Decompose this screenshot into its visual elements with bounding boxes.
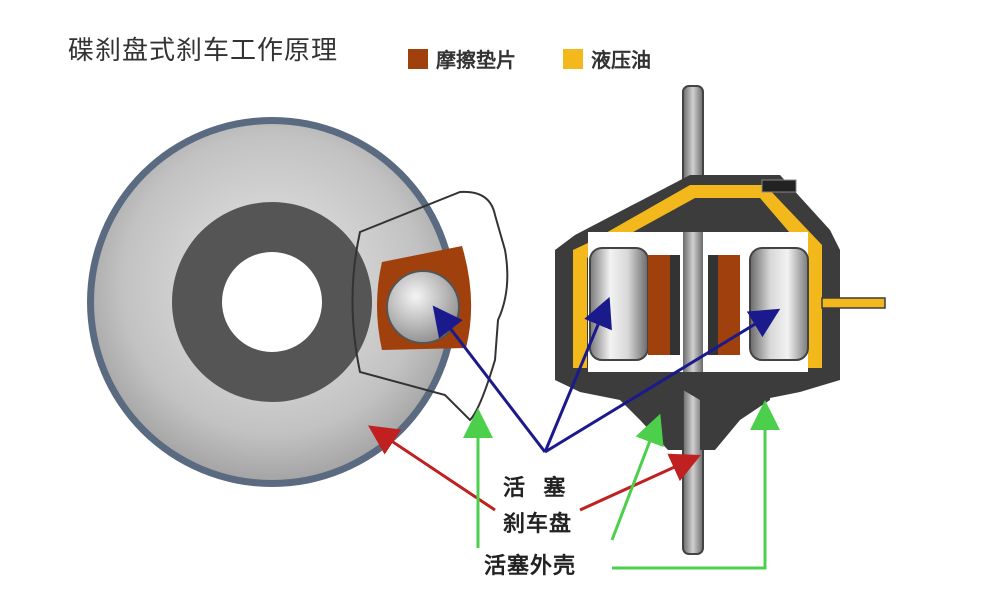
hydraulic-oil-channel [573, 185, 822, 368]
legend-label-friction-pad: 摩擦垫片 [436, 48, 516, 72]
disc-in-cavity [683, 232, 703, 372]
disc-arrows [368, 425, 701, 512]
label-piston-housing: 活塞外壳 [484, 554, 577, 579]
disc-arrow-section [579, 453, 701, 512]
disc-center-hole [222, 252, 322, 352]
caliper-outline [351, 190, 509, 422]
piston-arrow-front [432, 305, 547, 453]
hydraulic-oil-inlet [821, 297, 886, 309]
brake-disc-front-view [87, 117, 509, 487]
pad-backing-left [670, 255, 680, 355]
piston-left [589, 247, 649, 361]
friction-pad-left [648, 255, 670, 355]
legend-friction-pad: 摩擦垫片 [408, 44, 516, 73]
legend-label-hydraulic-oil: 液压油 [591, 48, 651, 72]
legend-swatch-friction-pad [408, 48, 428, 69]
caliper-cross-section [555, 85, 886, 555]
piston-arrows [432, 296, 781, 454]
label-brake-disc: 刹车盘 [503, 512, 573, 537]
bleed-screw [761, 179, 797, 193]
friction-pad-right [718, 255, 740, 355]
label-piston: 活 塞 [503, 476, 567, 501]
legend-swatch-hydraulic-oil [563, 48, 583, 69]
housing-arrows [463, 400, 780, 570]
housing-arrow-right [612, 400, 780, 570]
disc-arrow-front [368, 425, 496, 512]
pad-backing-right [708, 255, 718, 355]
piston-front [386, 270, 460, 344]
piston-arrow-left [543, 296, 612, 453]
caliper-lower-right [703, 372, 770, 450]
piston-arrow-right [544, 308, 781, 454]
housing-arrow-left [610, 413, 664, 541]
legend-hydraulic-oil: 液压油 [563, 44, 651, 73]
caliper-lower-left [620, 372, 683, 450]
diagram-title: 碟刹盘式刹车工作原理 [68, 36, 339, 66]
piston-right [749, 247, 809, 361]
